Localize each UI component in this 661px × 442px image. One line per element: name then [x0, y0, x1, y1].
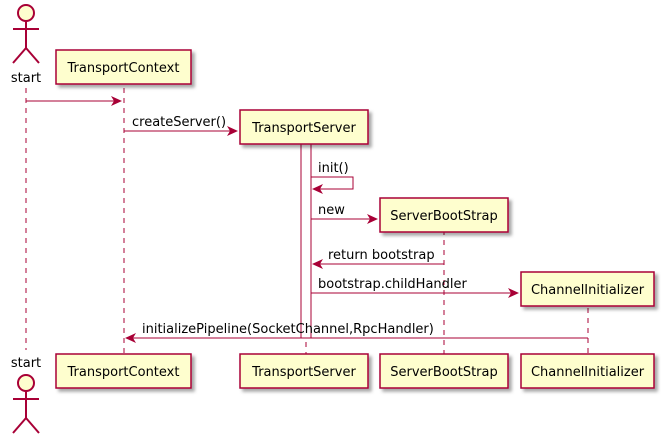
- message-label: init(): [318, 161, 349, 176]
- participant-label: TransportContext: [67, 365, 180, 380]
- message-label: initializePipeline(SocketChannel,RpcHand…: [142, 322, 434, 337]
- participant-channel-initializer-bottom: ChannelInitializer: [520, 353, 655, 389]
- message-label: createServer(): [132, 115, 226, 130]
- actor-icon: [12, 374, 40, 434]
- activation-bar: [300, 141, 312, 339]
- participant-transport-context-bottom: TransportContext: [55, 353, 192, 389]
- participant-label: ServerBootStrap: [390, 209, 497, 224]
- message-init-self: init(): [311, 161, 354, 194]
- participant-label: TransportContext: [67, 61, 180, 76]
- actor-start-top: start: [11, 4, 41, 86]
- message-start-to-context: [26, 96, 122, 106]
- message-label: new: [318, 203, 345, 218]
- participant-transport-server-bottom: TransportServer: [239, 353, 369, 389]
- message-label: return bootstrap: [328, 248, 435, 263]
- message-initialize-pipeline: initializePipeline(SocketChannel,RpcHand…: [125, 322, 588, 343]
- participant-label: ChannelInitializer: [531, 283, 645, 298]
- message-create-server: createServer(): [124, 115, 238, 136]
- actor-start-bottom: start: [11, 356, 41, 434]
- actor-icon: [12, 4, 40, 64]
- participant-transport-context-top: TransportContext: [55, 49, 192, 85]
- message-label: bootstrap.childHandler: [318, 277, 468, 292]
- participant-label: start: [11, 71, 41, 86]
- participant-label: start: [11, 356, 41, 371]
- participant-label: TransportServer: [251, 365, 356, 380]
- participant-transport-server-top: TransportServer: [239, 109, 369, 145]
- message-new-bootstrap: new: [311, 203, 378, 224]
- participant-server-bootstrap-top: ServerBootStrap: [379, 197, 509, 233]
- message-return-bootstrap: return bootstrap: [312, 248, 444, 269]
- participant-label: ChannelInitializer: [531, 365, 645, 380]
- participant-server-bootstrap-bottom: ServerBootStrap: [379, 353, 509, 389]
- participant-label: ServerBootStrap: [390, 365, 497, 380]
- message-child-handler: bootstrap.childHandler: [311, 277, 519, 298]
- participant-channel-initializer-top: ChannelInitializer: [520, 271, 655, 307]
- participant-label: TransportServer: [251, 121, 356, 136]
